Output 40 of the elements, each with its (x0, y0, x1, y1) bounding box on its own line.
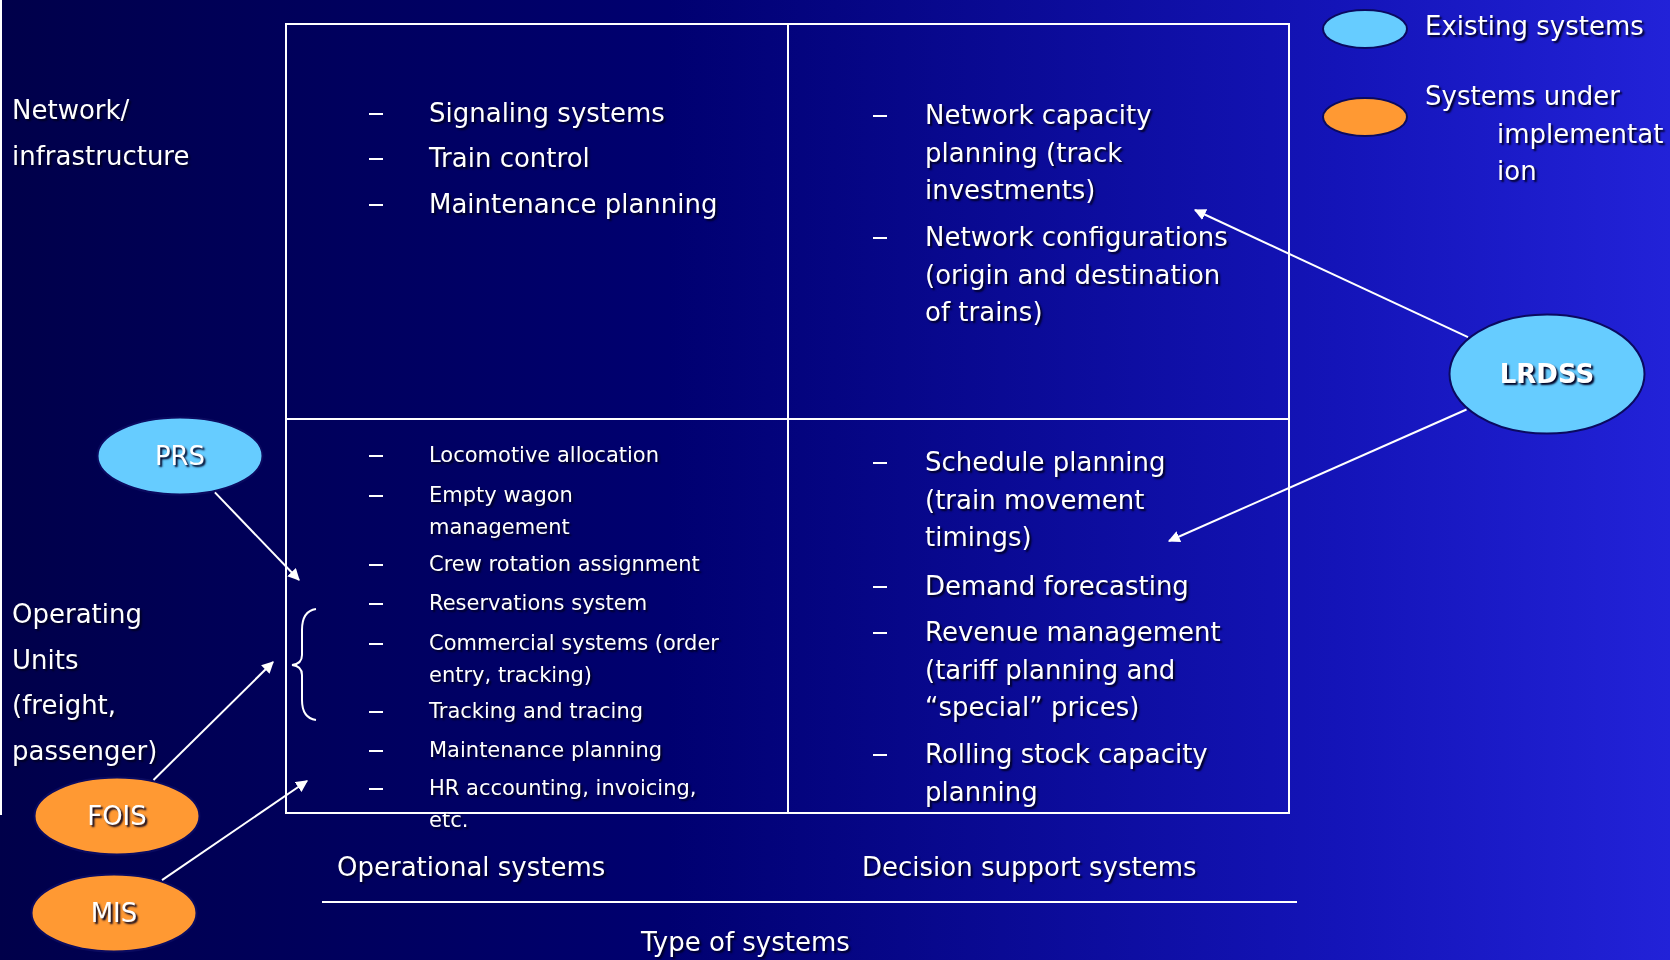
list-item: Maintenance planning (429, 188, 719, 221)
system-ellipse (1448, 313, 1646, 435)
system-ellipse (30, 873, 198, 953)
quadrant-box (285, 23, 789, 420)
list-item: Locomotive allocation (429, 442, 660, 469)
column-label: Decision support systems (862, 851, 1198, 884)
list-item: Rolling stock capacity planning (925, 738, 1209, 809)
list-item: Tracking and tracing (429, 698, 645, 725)
axis-title: Type of systems (641, 926, 851, 959)
system-ellipse (96, 416, 264, 496)
list-item: Reservations system (429, 590, 649, 617)
list-item: Commercial systems (order entry, tracking) (429, 630, 719, 689)
system-name: PRS (154, 441, 206, 471)
arrow (1193, 209, 1469, 339)
list-item: Empty wagon management (429, 482, 574, 541)
quadrant-box (787, 23, 1290, 420)
arrow (152, 661, 274, 781)
arrow (213, 491, 300, 581)
list-item: Maintenance planning (429, 737, 664, 764)
row-label: Network/ infrastructure (12, 94, 191, 173)
arrow (161, 780, 308, 882)
list-item: Network capacity planning (track investments) (925, 99, 1153, 208)
list-item: Demand forecasting (925, 570, 1190, 603)
column-label: Operational systems (337, 851, 607, 884)
quadrant-box (787, 418, 1290, 814)
system-ellipse (33, 776, 201, 856)
system-name: FOIS (87, 801, 147, 831)
list-item: Schedule planning (train movement timings) (925, 446, 1167, 555)
row-label: Operating Units (freight, passenger) (12, 598, 159, 768)
arrow (1167, 408, 1468, 543)
list-item: Revenue management (tariff planning and “special” prices) (925, 616, 1222, 725)
legend-text: Systems under implementation (1425, 80, 1665, 189)
legend-text: Existing systems (1425, 10, 1645, 43)
list-item: Network configurations (origin and destination of trains) (925, 221, 1229, 330)
list-item: HR accounting, invoicing, etc. (429, 775, 698, 834)
list-item: Crew rotation assignment (429, 551, 701, 578)
system-name: LRDSS (1499, 359, 1595, 389)
list-item: Train control (429, 142, 591, 175)
list-item: Signaling systems (429, 97, 666, 130)
system-name: MIS (90, 898, 138, 928)
